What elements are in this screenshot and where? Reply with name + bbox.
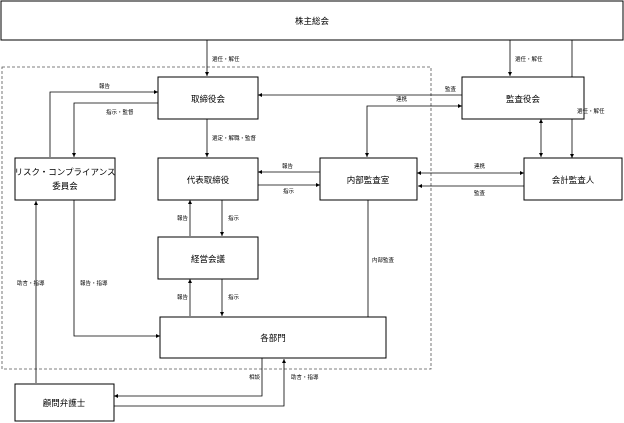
label-dept-mgmt-report: 報告 xyxy=(177,293,189,301)
label-internal-dept-audit: 内部監査 xyxy=(372,256,395,264)
node-board: 取締役会 xyxy=(157,76,259,120)
label-sh-accounting: 選任・解任 xyxy=(577,107,605,115)
node-accounting-auditor: 会計監査人 xyxy=(523,157,623,201)
label-dept-legal-consult: 相談 xyxy=(249,373,261,381)
node-internal-audit: 内部監査室 xyxy=(319,157,418,201)
edge-risk-dept-guidance xyxy=(73,200,160,338)
label-internal-ceo-report: 報告 xyxy=(282,162,294,170)
label-ceo-mgmt-instruct: 指示 xyxy=(228,214,240,222)
label-auditboard-board: 監査 xyxy=(445,85,457,93)
node-departments-label: 各部門 xyxy=(260,333,286,344)
edge-auditboard-internal xyxy=(365,104,462,157)
node-ceo-label: 代表取締役 xyxy=(187,175,230,186)
connectors xyxy=(34,40,574,407)
node-board-label: 取締役会 xyxy=(191,94,226,105)
company-boundary xyxy=(1,66,432,370)
edge-legal-dept-advice xyxy=(114,359,286,407)
node-risk-committee-label-1: リスク・コンプライアンス xyxy=(14,168,115,178)
node-departments: 各部門 xyxy=(159,316,387,359)
edge-risk-board-report xyxy=(49,90,158,157)
label-accounting-internal-link: 連携 xyxy=(474,162,486,170)
node-ceo: 代表取締役 xyxy=(157,157,259,201)
label-legal-dept-advice: 助言・指導 xyxy=(291,373,319,381)
label-mgmt-dept-instruct: 指示 xyxy=(228,293,240,301)
node-audit-board: 監査役会 xyxy=(461,76,585,120)
node-audit-board-label: 監査役会 xyxy=(506,94,541,105)
label-accounting-internal-audit: 監査 xyxy=(474,189,486,197)
label-board-risk-instruct: 指示・監督 xyxy=(106,108,134,116)
node-legal-advisor-label: 顧問弁護士 xyxy=(43,398,86,409)
label-legal-risk-advice: 助言・指導 xyxy=(17,279,45,287)
label-risk-dept-guidance: 報告・指導 xyxy=(80,279,108,287)
node-management-meeting: 経営会議 xyxy=(157,236,259,280)
label-sh-board: 選任・解任 xyxy=(212,55,240,63)
node-legal-advisor: 顧問弁護士 xyxy=(14,383,115,422)
label-board-risk-report: 報告 xyxy=(99,82,111,90)
node-risk-committee: リスク・コンプライアンス 委員会 xyxy=(14,157,116,201)
node-shareholders-label: 株主総会 xyxy=(295,16,330,27)
edge-internal-dept-audit xyxy=(367,200,386,336)
label-auditboard-internal: 連携 xyxy=(396,95,408,103)
edge-board-risk-instruct xyxy=(72,102,158,157)
label-mgmt-ceo-report: 報告 xyxy=(177,214,189,222)
edge-labels: 選任・解任 選任・解任 選任・解任 報告 指示・監督 選定・解職・監督 監査 連… xyxy=(17,55,605,381)
node-management-meeting-label: 経営会議 xyxy=(191,254,226,265)
edge-dept-legal-consult xyxy=(114,358,263,398)
node-accounting-auditor-label: 会計監査人 xyxy=(552,175,595,186)
label-board-ceo: 選定・解職・監督 xyxy=(212,134,257,142)
node-shareholders: 株主総会 xyxy=(0,0,624,41)
label-ceo-internal-instruct: 指示 xyxy=(283,187,295,195)
node-internal-audit-label: 内部監査室 xyxy=(347,175,390,186)
label-sh-auditboard: 選任・解任 xyxy=(515,55,543,63)
node-risk-committee-label-2: 委員会 xyxy=(52,181,78,192)
